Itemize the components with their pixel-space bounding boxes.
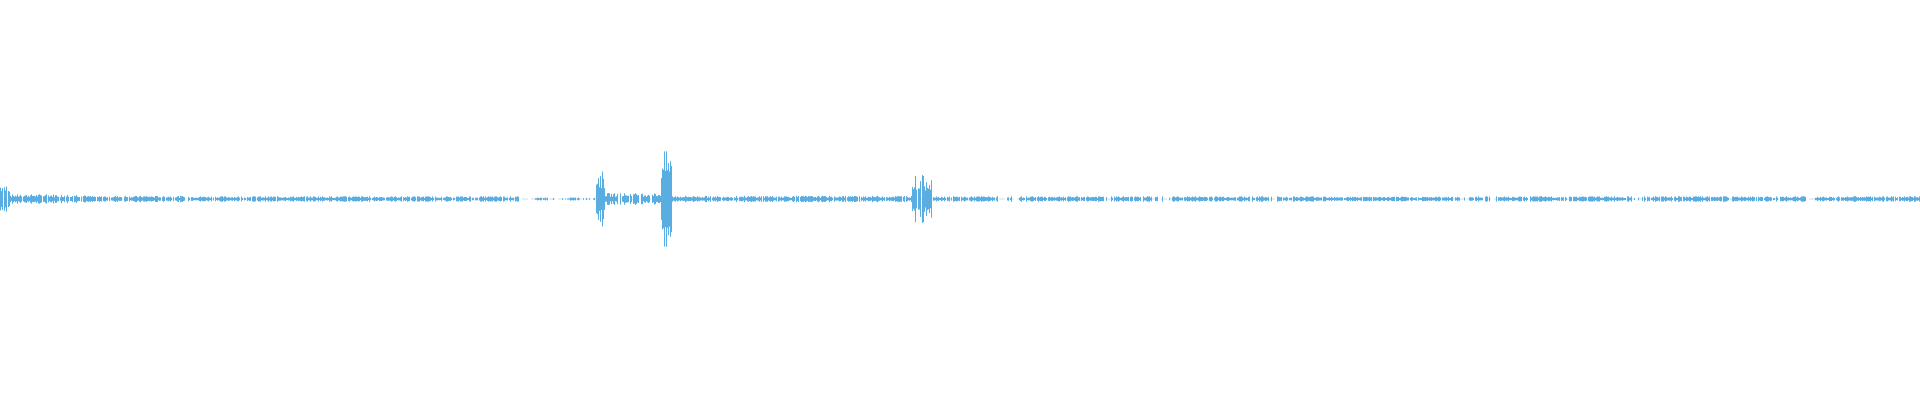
- waveform-bars: [0, 151, 1920, 247]
